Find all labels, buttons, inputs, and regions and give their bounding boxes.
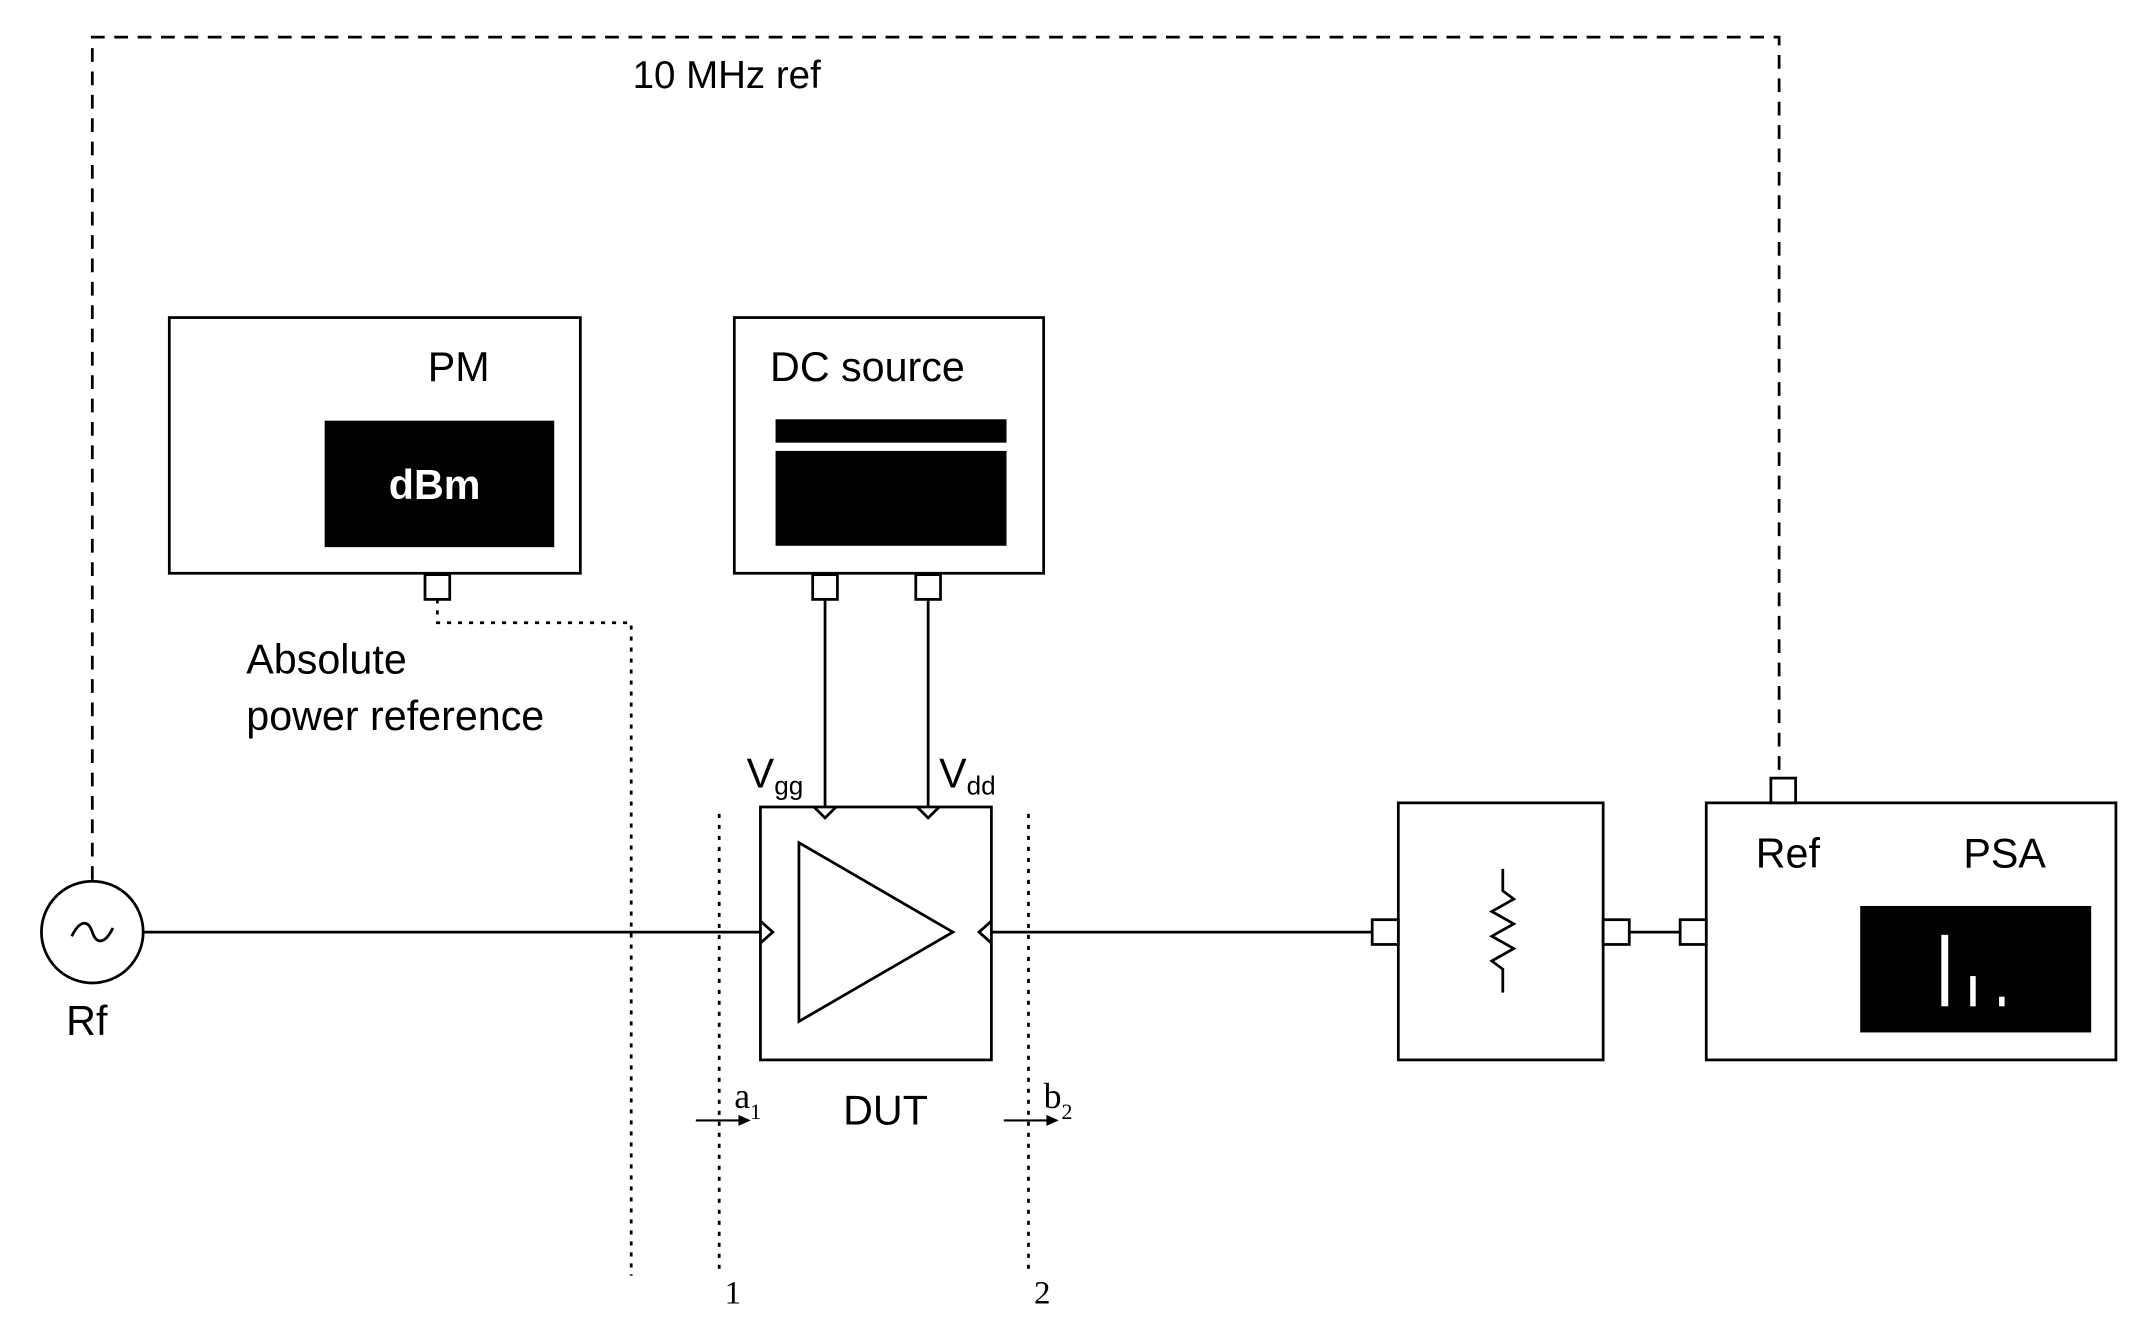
dc-display-main [775,450,1007,546]
plane-1-label: 1 [725,1275,742,1311]
ref-10mhz-line [90,35,1781,880]
dc-display-top [775,419,1007,443]
ref-10mhz-label: 10 MHz ref [633,54,822,97]
dc-source: DC source [732,316,1046,601]
pm-display [324,420,555,548]
attenuator-port-in [1370,918,1400,946]
pm-title: PM [428,344,490,390]
b2-arrow [1003,1114,1059,1126]
pm-port [423,573,452,601]
sine-wave-icon [70,921,115,943]
rf-label: Rf [66,998,108,1044]
rf-source: Rf [40,879,145,1044]
psa-input-port [1678,918,1708,946]
dut-label: DUT [843,1088,928,1134]
spectrum-bars-icon [1941,934,2005,1007]
dc-port-vdd [914,573,942,601]
psa-title: PSA [1963,830,2046,876]
vdd-label: Vdd [939,751,996,801]
resistor-icon [1488,868,1517,993]
pm-display-text: dBm [389,462,481,508]
dc-port-vgg [811,573,839,601]
vgg-label: Vgg [747,751,804,801]
attenuator-port-out [1601,918,1631,946]
abs-ref-label-line1: Absolute [246,637,406,683]
plane-2-label: 2 [1034,1275,1051,1311]
abs-ref-label-line2: power reference [246,693,544,739]
power-meter: PM dBm [167,316,582,601]
abs-power-ref-line [435,599,633,1276]
a1-arrow [695,1114,751,1126]
psa-ref-port [1769,776,1797,805]
a1-label: a1 [734,1076,761,1124]
dut: DUT [759,805,993,1134]
attenuator [1370,801,1631,1062]
psa-display [1860,905,2092,1033]
psa: Ref PSA [1678,776,2118,1062]
psa-ref-label: Ref [1756,830,1821,876]
amplifier-triangle-icon [797,840,956,1024]
b2-label: b2 [1044,1076,1073,1124]
dc-title: DC source [770,344,965,390]
